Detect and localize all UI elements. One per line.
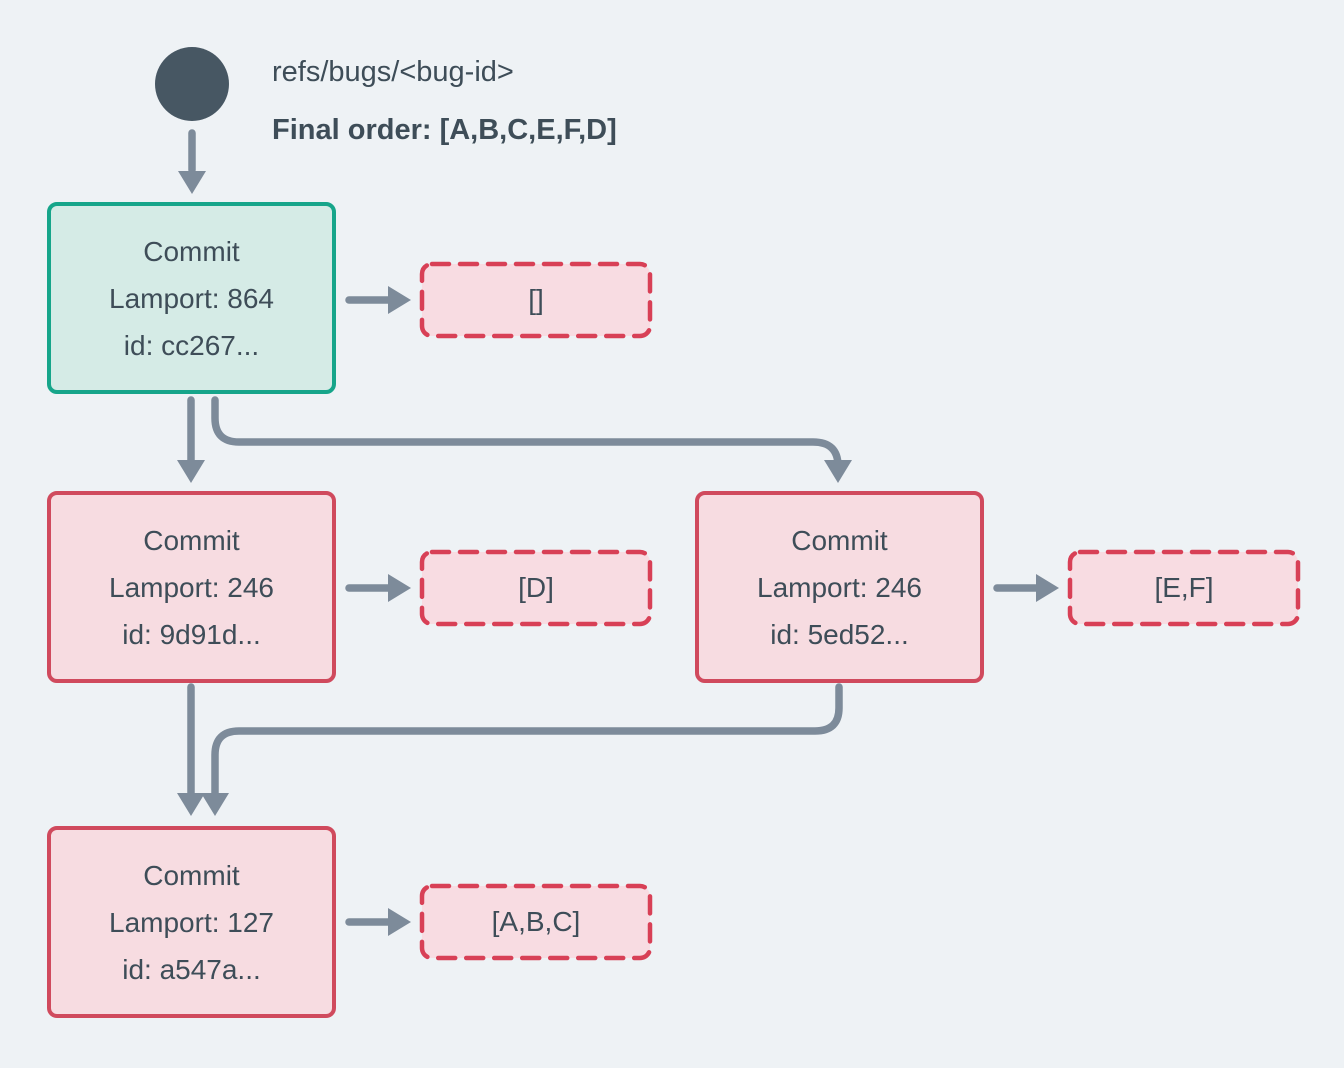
commit-node-root: Commit Lamport: 864 id: cc267...: [47, 202, 336, 394]
ops-box-right: [1067, 549, 1301, 627]
arrowhead-right-to-bottom: [201, 793, 229, 816]
ref-name-label: refs/bugs/<bug-id>: [272, 56, 514, 88]
commit-lamport: Lamport: 864: [109, 282, 274, 314]
commit-title: Commit: [143, 235, 240, 267]
arrowhead-ref-to-root: [178, 171, 206, 194]
commit-id: id: 9d91d...: [122, 618, 261, 650]
ops-box-bottom: [419, 883, 653, 961]
commit-id: id: 5ed52...: [770, 618, 909, 650]
edge-root-to-right: [211, 396, 842, 470]
arrowhead-right-ops: [1036, 574, 1059, 602]
commit-lamport: Lamport: 127: [109, 906, 274, 938]
commit-lamport: Lamport: 246: [109, 571, 274, 603]
ops-box-root: [419, 261, 653, 339]
commit-id: id: cc267...: [123, 329, 260, 361]
final-order-label: Final order: [A,B,C,E,F,D]: [272, 114, 617, 146]
ref-node-circle: [155, 47, 229, 121]
commit-title: Commit: [143, 859, 240, 891]
ops-list-right: [E,F]: [1154, 572, 1214, 603]
arrowhead-root-to-right: [824, 460, 852, 483]
ops-list-root: []: [528, 284, 544, 315]
commit-node-right: Commit Lamport: 246 id: 5ed52...: [695, 491, 984, 683]
commit-node-bottom: Commit Lamport: 127 id: a547a...: [47, 826, 336, 1018]
arrowhead-root-ops: [388, 286, 411, 314]
edge-right-to-bottom: [211, 683, 843, 798]
commit-lamport: Lamport: 246: [757, 571, 922, 603]
arrowhead-left-to-bottom: [177, 793, 205, 816]
commit-title: Commit: [143, 524, 240, 556]
ops-box-left: [419, 549, 653, 627]
arrowhead-bottom-ops: [388, 908, 411, 936]
commit-title: Commit: [791, 524, 888, 556]
ops-list-left: [D]: [518, 572, 554, 603]
arrowhead-root-to-left: [177, 460, 205, 483]
arrowhead-left-ops: [388, 574, 411, 602]
commit-id: id: a547a...: [122, 953, 261, 985]
ops-list-bottom: [A,B,C]: [491, 906, 581, 937]
commit-node-left: Commit Lamport: 246 id: 9d91d...: [47, 491, 336, 683]
